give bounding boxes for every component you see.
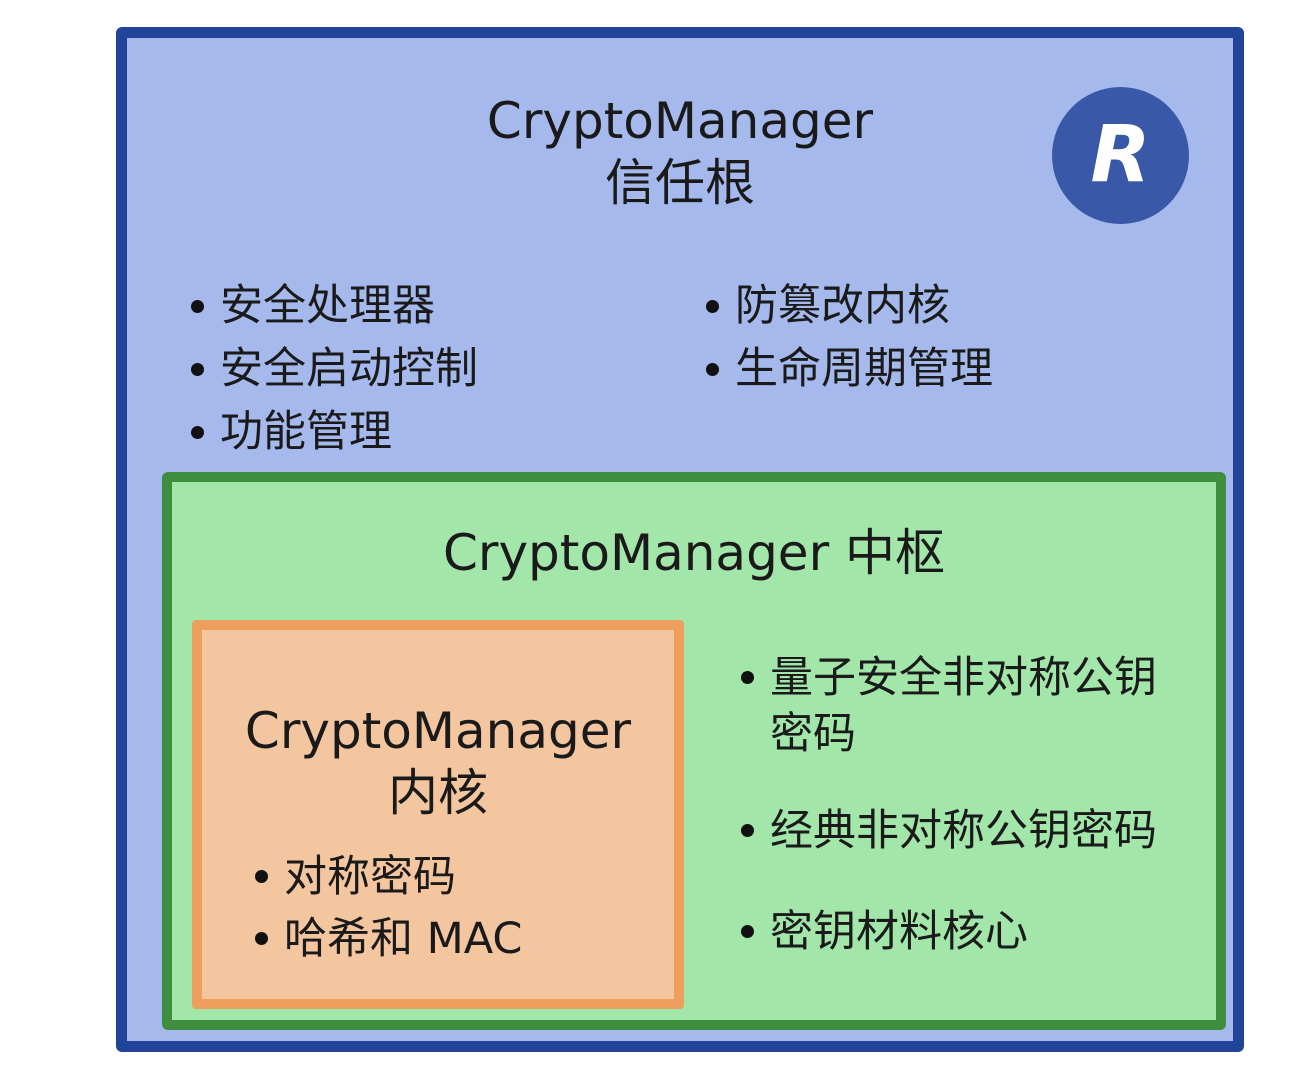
root-of-trust-box: CryptoManager 信任根 R 安全处理器 安全启动控制 功能管理 防篡…	[116, 27, 1244, 1052]
list-item: 对称密码	[252, 846, 522, 908]
list-item: 功能管理	[188, 401, 478, 464]
list-item: 密钥材料核心	[738, 904, 1190, 960]
list-item: 经典非对称公钥密码	[738, 803, 1190, 859]
root-of-trust-title-line2: 信任根	[605, 154, 755, 212]
list-item: 哈希和 MAC	[252, 908, 522, 970]
core-list: 对称密码 哈希和 MAC	[252, 846, 522, 970]
core-box: CryptoManager 内核 对称密码 哈希和 MAC	[192, 620, 684, 1009]
list-item: 量子安全非对称公钥密码	[738, 650, 1190, 762]
list-item: 安全处理器	[188, 275, 478, 338]
root-of-trust-left-list: 安全处理器 安全启动控制 功能管理	[188, 275, 478, 464]
hub-list: 量子安全非对称公钥密码 经典非对称公钥密码 密钥材料核心	[738, 650, 1190, 960]
root-of-trust-title: CryptoManager 信任根	[127, 90, 1233, 214]
list-item: 生命周期管理	[703, 338, 993, 401]
list-item: 防篡改内核	[703, 275, 993, 338]
root-of-trust-title-line1: CryptoManager	[486, 92, 874, 150]
root-of-trust-right-list: 防篡改内核 生命周期管理	[703, 275, 993, 401]
rambus-r-logo-icon: R	[1052, 87, 1189, 224]
hub-box: CryptoManager 中枢 CryptoManager 内核 对称密码 哈…	[162, 472, 1226, 1030]
hub-title: CryptoManager 中枢	[442, 524, 946, 582]
core-title-line2: 内核	[388, 764, 488, 822]
core-title-line1: CryptoManager	[244, 702, 632, 760]
core-title: CryptoManager 内核	[202, 700, 674, 824]
list-item: 安全启动控制	[188, 338, 478, 401]
